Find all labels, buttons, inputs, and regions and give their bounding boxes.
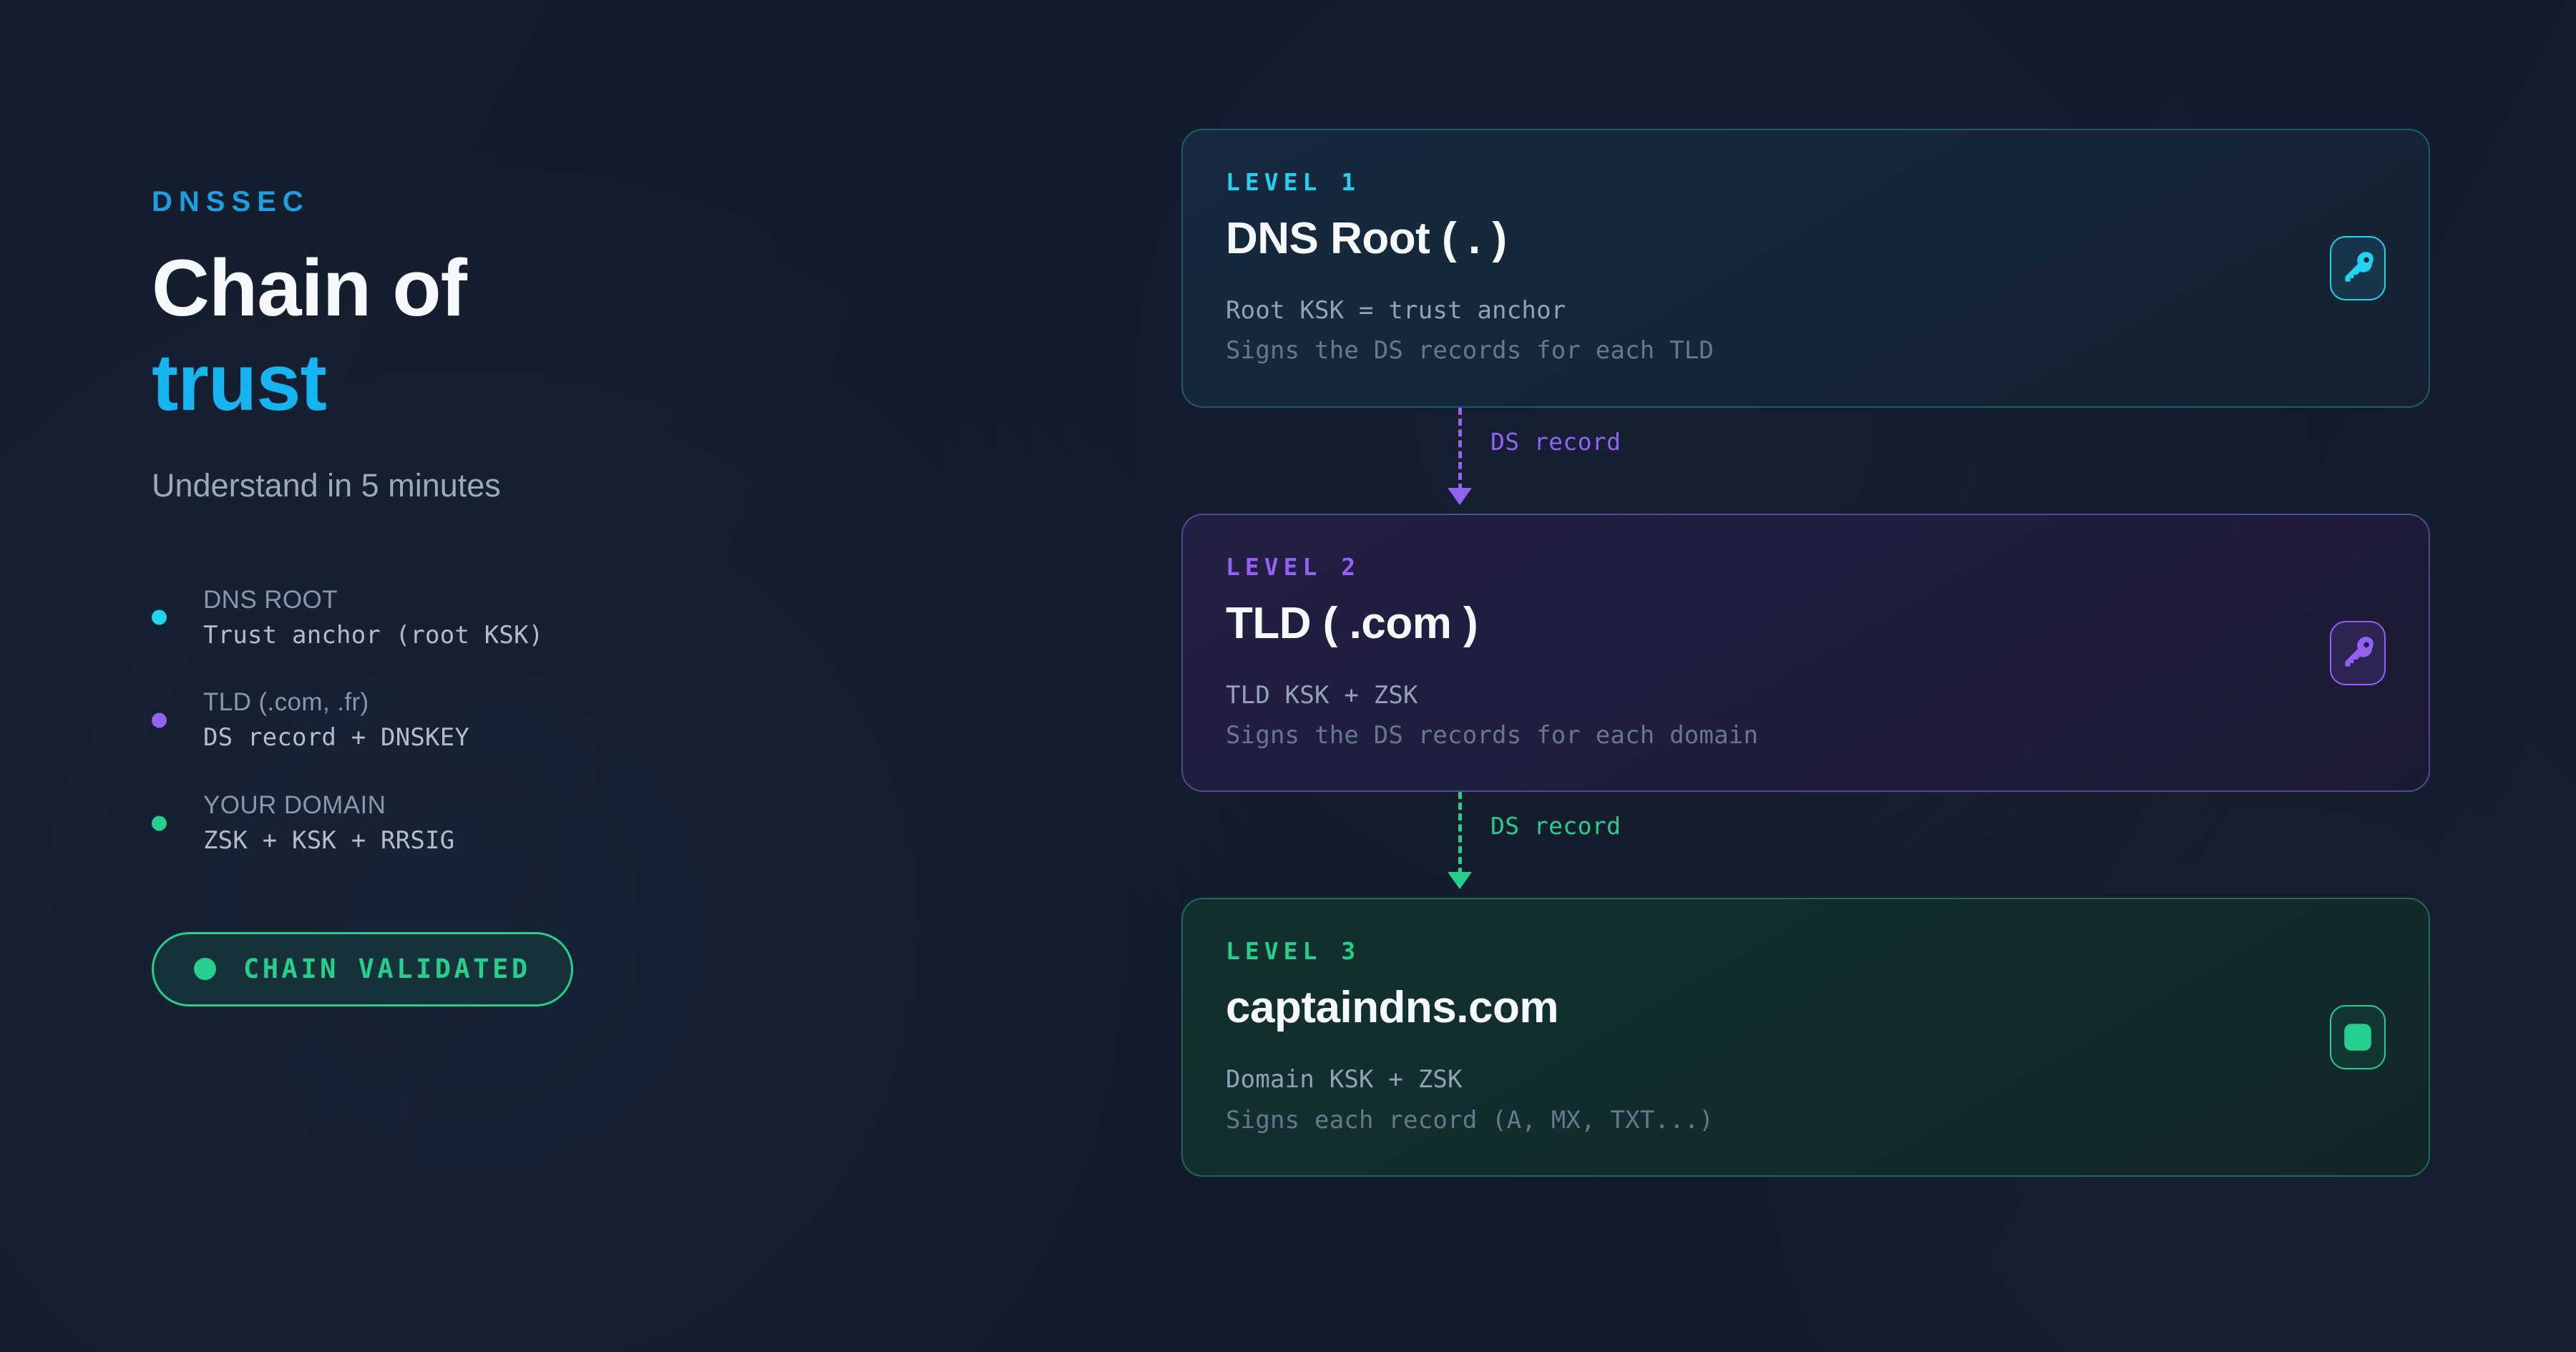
chain-card-level-label: LEVEL 2 [1226, 552, 1361, 581]
list-item: YOUR DOMAIN ZSK + KSK + RRSIG [152, 789, 1046, 858]
status-badge-label: CHAIN VALIDATED [243, 954, 531, 985]
chain-of-trust-diagram: LEVEL 1 DNS Root ( . ) Root KSK = trust … [1181, 129, 2430, 1177]
connector-level-1-to-2: DS record [1181, 407, 2430, 514]
chain-card-line-2: Signs each record (A, MX, TXT...) [1226, 1105, 1714, 1135]
key-icon [2345, 252, 2373, 282]
fact-label: TLD (.com, .fr) [203, 688, 369, 717]
chain-card-line-1: Root KSK = trust anchor [1226, 296, 1566, 325]
chain-card-line-2: Signs the DS records for each TLD [1226, 336, 1714, 366]
page-title: Chain of trust [152, 248, 1046, 423]
hero-panel: DNSSEC Chain of trust Understand in 5 mi… [152, 187, 1046, 1006]
connector-dashed-line [1458, 792, 1462, 876]
chain-card-level-3: LEVEL 3 captaindns.com Domain KSK + ZSK … [1181, 898, 2430, 1177]
filled-square-icon-tile-level-3 [2330, 1005, 2386, 1070]
connector-arrowhead-icon [1448, 872, 1472, 890]
connector-arrowhead-icon [1448, 487, 1472, 505]
chain-card-line-1: Domain KSK + ZSK [1226, 1065, 1463, 1094]
key-icon-tile-level-1 [2330, 235, 2386, 300]
chain-card-level-2: LEVEL 2 TLD ( .com ) TLD KSK + ZSK Signs… [1181, 513, 2430, 793]
chain-card-line-1: TLD KSK + ZSK [1226, 680, 1418, 710]
fact-list: DNS ROOT Trust anchor (root KSK) TLD (.c… [152, 584, 1046, 858]
chain-card-title: DNS Root ( . ) [1226, 214, 1507, 263]
bullet-dot-your-domain [152, 815, 167, 831]
chain-card-title: TLD ( .com ) [1226, 598, 1478, 648]
status-dot-icon [194, 958, 216, 981]
chain-card-level-label: LEVEL 3 [1226, 937, 1361, 966]
status-badge-chain-validated: CHAIN VALIDATED [152, 931, 573, 1006]
fact-label: DNS ROOT [203, 585, 338, 614]
fact-value: ZSK + KSK + RRSIG [203, 826, 455, 856]
fact-value: DS record + DNSKEY [203, 723, 470, 753]
connector-dashed-line [1458, 407, 1462, 491]
bullet-dot-tld [152, 712, 167, 728]
hero-eyebrow: DNSSEC [152, 186, 310, 217]
chain-card-title: captaindns.com [1226, 983, 1559, 1033]
chain-card-level-1: LEVEL 1 DNS Root ( . ) Root KSK = trust … [1181, 129, 2430, 408]
filled-square-icon [2344, 1024, 2371, 1051]
fact-value: Trust anchor (root KSK) [203, 620, 544, 650]
connector-label: DS record [1491, 812, 1621, 841]
bullet-dot-dns-root [152, 609, 167, 625]
fact-label: YOUR DOMAIN [203, 790, 386, 819]
key-icon [2345, 636, 2373, 667]
connector-level-2-to-3: DS record [1181, 792, 2430, 898]
chain-card-level-label: LEVEL 1 [1226, 168, 1361, 196]
page-title-line-2: trust [152, 338, 327, 427]
page-title-line-1: Chain of [152, 243, 467, 333]
list-item: TLD (.com, .fr) DS record + DNSKEY [152, 686, 1046, 755]
hero-subtitle: Understand in 5 minutes [152, 467, 501, 504]
list-item: DNS ROOT Trust anchor (root KSK) [152, 584, 1046, 652]
connector-label: DS record [1491, 427, 1621, 456]
chain-card-line-2: Signs the DS records for each domain [1226, 721, 1759, 750]
key-icon-tile-level-2 [2330, 620, 2386, 685]
